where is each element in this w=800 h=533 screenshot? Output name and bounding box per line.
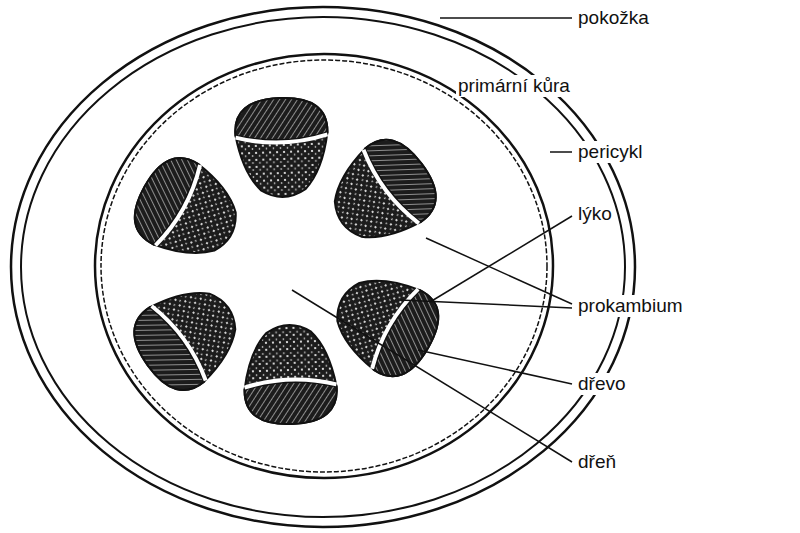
tissue-label: prokambium: [576, 295, 685, 317]
tissue-label: pokožka: [576, 7, 651, 29]
tissue-label: pericykl: [576, 141, 644, 163]
tissue-label: lýko: [576, 203, 614, 225]
tissue-label: dřevo: [576, 373, 628, 395]
tissue-label: primární kůra: [456, 75, 572, 97]
tissue-label: dřeň: [576, 451, 618, 473]
